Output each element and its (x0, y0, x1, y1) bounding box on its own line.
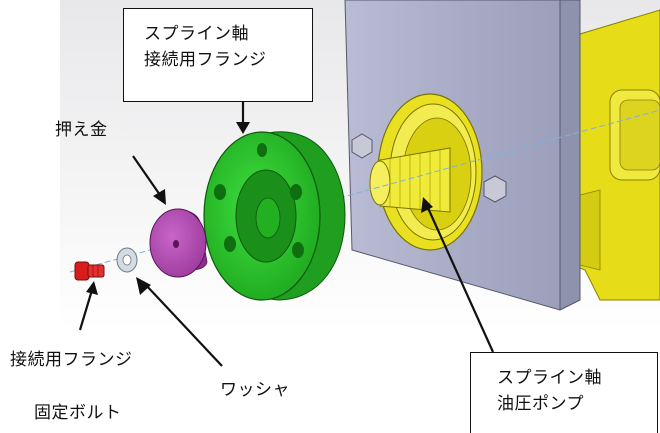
pump-label-line2: 油圧ポンプ (497, 394, 584, 414)
washer (116, 247, 138, 273)
leader-arrows (78, 100, 495, 367)
bolt-label-line1: 接続用フランジ (10, 350, 133, 370)
spline-shaft (369, 147, 451, 213)
flange-title-box: スプライン軸 接続用フランジ (123, 8, 313, 102)
washer-label: ワッシャ (220, 380, 290, 400)
retainer-disc (149, 208, 208, 278)
pump-label-box: スプライン軸 油圧ポンプ (470, 352, 658, 433)
spline-flange (203, 131, 346, 301)
flange-title-line2: 接続用フランジ (144, 50, 267, 70)
bolt-label-line2: 固定ボルト (34, 403, 122, 423)
pump-label-line1: スプライン軸 (497, 368, 602, 388)
flange-title-line1: スプライン軸 (144, 24, 249, 44)
retainer-label: 押え金 (55, 120, 108, 140)
fixing-bolt (74, 261, 105, 281)
